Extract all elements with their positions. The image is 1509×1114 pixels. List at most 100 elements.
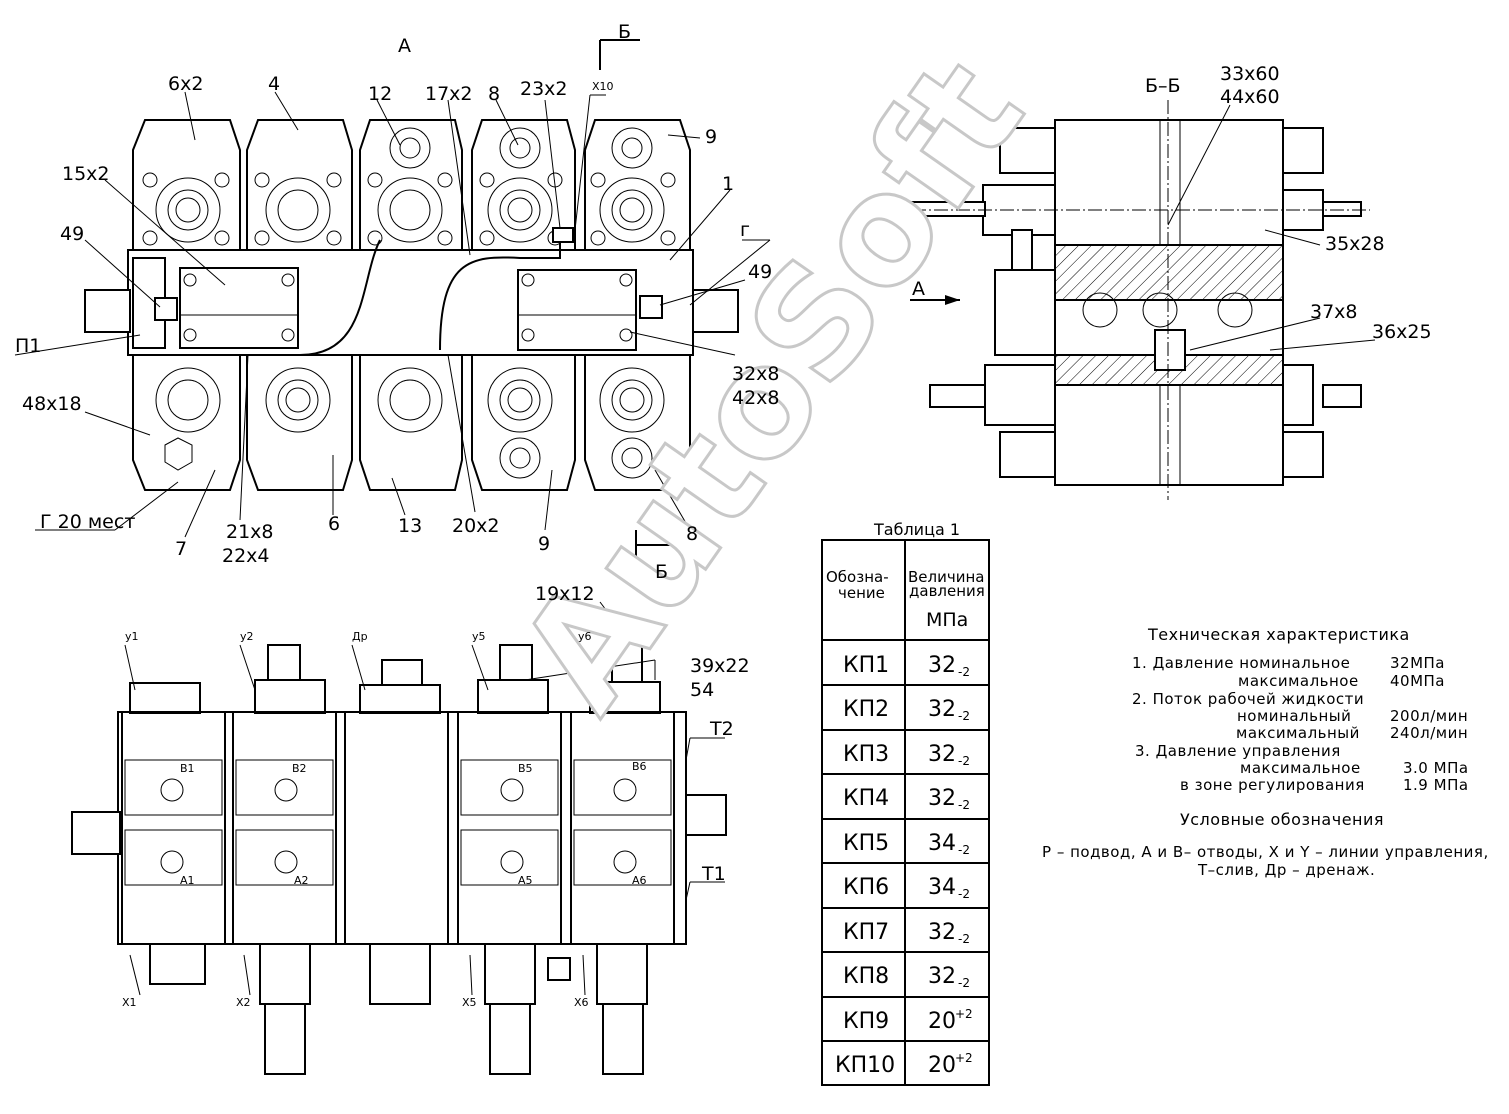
svg-text:В6: В6 <box>632 760 647 773</box>
table-row-name: КП3 <box>843 742 889 767</box>
svg-text:Т2: Т2 <box>709 718 734 740</box>
svg-text:9: 9 <box>538 533 550 555</box>
svg-text:1: 1 <box>722 173 734 195</box>
table-row-value: 32 <box>928 786 956 811</box>
svg-text:А6: А6 <box>632 874 647 887</box>
svg-text:22х4: 22х4 <box>222 545 270 567</box>
svg-text:Х1: Х1 <box>122 996 137 1009</box>
svg-text:17х2: 17х2 <box>425 83 473 105</box>
table-row-value: 32 <box>928 697 956 722</box>
view-label-a: А <box>398 35 411 57</box>
lower-sections <box>132 354 691 491</box>
legend-title: Условные обозначения <box>1180 810 1384 829</box>
svg-text:20х2: 20х2 <box>452 515 500 537</box>
svg-text:3. Давление управления: 3. Давление управления <box>1135 742 1341 760</box>
svg-text:А: А <box>912 278 925 300</box>
top-view <box>14 39 771 560</box>
svg-text:Р – подвод, А и В– отводы, Х и: Р – подвод, А и В– отводы, Х и Y – линии… <box>1042 843 1489 861</box>
section-view-labels: Б–Б 33х60 44х60 35х28 37х8 36х25 А <box>912 63 1432 343</box>
table-row-value: 34 <box>928 831 956 856</box>
svg-text:максимальный: максимальный <box>1236 724 1360 742</box>
svg-text:4: 4 <box>268 73 280 95</box>
svg-text:П1: П1 <box>15 335 41 357</box>
table-row-name: КП10 <box>835 1053 895 1078</box>
svg-text:Т1: Т1 <box>701 863 726 885</box>
svg-text:40МПа: 40МПа <box>1390 672 1445 690</box>
svg-text:49: 49 <box>60 223 84 245</box>
svg-text:Х2: Х2 <box>236 996 251 1009</box>
top-view-labels: А Б Б 6х2 4 12 17х2 8 23х2 X10 9 1 г 49 … <box>15 21 780 583</box>
upper-sections <box>132 119 691 251</box>
table-row-name: КП5 <box>843 831 889 856</box>
svg-text:8: 8 <box>686 523 698 545</box>
table-row-name: КП7 <box>843 920 889 945</box>
svg-text:Др: Др <box>352 630 368 643</box>
svg-text:3.0 МПа: 3.0 МПа <box>1403 759 1469 777</box>
svg-text:-2: -2 <box>958 932 970 946</box>
svg-text:15х2: 15х2 <box>62 163 110 185</box>
svg-text:А5: А5 <box>518 874 533 887</box>
svg-text:Обозна-: Обозна- <box>826 568 889 586</box>
svg-text:37х8: 37х8 <box>1310 301 1358 323</box>
svg-text:49: 49 <box>748 261 772 283</box>
svg-text:12: 12 <box>368 83 392 105</box>
svg-text:Величина: Величина <box>908 568 984 586</box>
svg-text:г: г <box>740 219 750 241</box>
svg-text:МПа: МПа <box>926 609 968 631</box>
svg-text:Т–слив, Др – дренаж.: Т–слив, Др – дренаж. <box>1197 861 1375 879</box>
bottom-view-labels: 19х12 39х22 54 у1 у2 Др у5 у6 Т2 Т1 В1 В… <box>122 583 750 1009</box>
section-view <box>890 100 1376 500</box>
svg-text:В1: В1 <box>180 762 195 775</box>
svg-text:Х5: Х5 <box>462 996 477 1009</box>
svg-text:-2: -2 <box>958 976 970 990</box>
svg-text:X10: X10 <box>592 80 614 93</box>
svg-text:54: 54 <box>690 679 714 701</box>
svg-text:200л/мин: 200л/мин <box>1390 707 1468 725</box>
svg-text:+2: +2 <box>955 1051 973 1065</box>
table-row-value: 32 <box>928 964 956 989</box>
svg-text:Г 20 мест: Г 20 мест <box>40 511 135 533</box>
svg-text:48х18: 48х18 <box>22 393 82 415</box>
bottom-view <box>71 601 727 1075</box>
table-row-name: КП8 <box>843 964 889 989</box>
table-row-value: 32 <box>928 920 956 945</box>
svg-text:6х2: 6х2 <box>168 73 203 95</box>
pressure-table: Таблица 1 Обозна- чение Величина давлени… <box>821 520 990 1086</box>
svg-text:В2: В2 <box>292 762 307 775</box>
svg-text:9: 9 <box>705 126 717 148</box>
svg-text:1.9 МПа: 1.9 МПа <box>1403 776 1469 794</box>
svg-text:Х6: Х6 <box>574 996 589 1009</box>
svg-text:у2: у2 <box>240 630 254 643</box>
svg-text:7: 7 <box>175 538 187 560</box>
table-row-name: КП4 <box>843 786 889 811</box>
table-caption: Таблица 1 <box>873 520 960 539</box>
svg-text:240л/мин: 240л/мин <box>1390 724 1468 742</box>
svg-text:33х60: 33х60 <box>1220 63 1280 85</box>
svg-text:19х12: 19х12 <box>535 583 595 605</box>
svg-text:максимальное: максимальное <box>1238 672 1359 690</box>
table-row-value: 32 <box>928 653 956 678</box>
table-row-name: КП1 <box>843 653 889 678</box>
svg-text:-2: -2 <box>958 798 970 812</box>
table-row-value: 34 <box>928 875 956 900</box>
svg-text:номинальный: номинальный <box>1237 707 1351 725</box>
svg-text:-2: -2 <box>958 665 970 679</box>
svg-text:у5: у5 <box>472 630 486 643</box>
svg-text:39х22: 39х22 <box>690 655 750 677</box>
tech-title: Техническая характеристика <box>1147 625 1410 644</box>
svg-text:давления: давления <box>909 582 985 600</box>
table-row-name: КП9 <box>843 1009 889 1034</box>
table-row-value: 20 <box>928 1009 956 1034</box>
svg-text:у1: у1 <box>125 630 139 643</box>
svg-text:36х25: 36х25 <box>1372 321 1432 343</box>
svg-text:в зоне регулирования: в зоне регулирования <box>1180 776 1365 794</box>
svg-text:А2: А2 <box>294 874 309 887</box>
svg-text:23х2: 23х2 <box>520 78 568 100</box>
svg-text:32МПа: 32МПа <box>1390 654 1445 672</box>
svg-text:+2: +2 <box>955 1007 973 1021</box>
svg-text:2. Поток рабочей жидкости: 2. Поток рабочей жидкости <box>1132 690 1364 708</box>
table-rows: КП1 32 -2 КП2 32 -2 КП3 32 -2 КП4 32 -2 … <box>835 653 973 1078</box>
svg-text:максимальное: максимальное <box>1240 759 1361 777</box>
svg-text:13: 13 <box>398 515 422 537</box>
